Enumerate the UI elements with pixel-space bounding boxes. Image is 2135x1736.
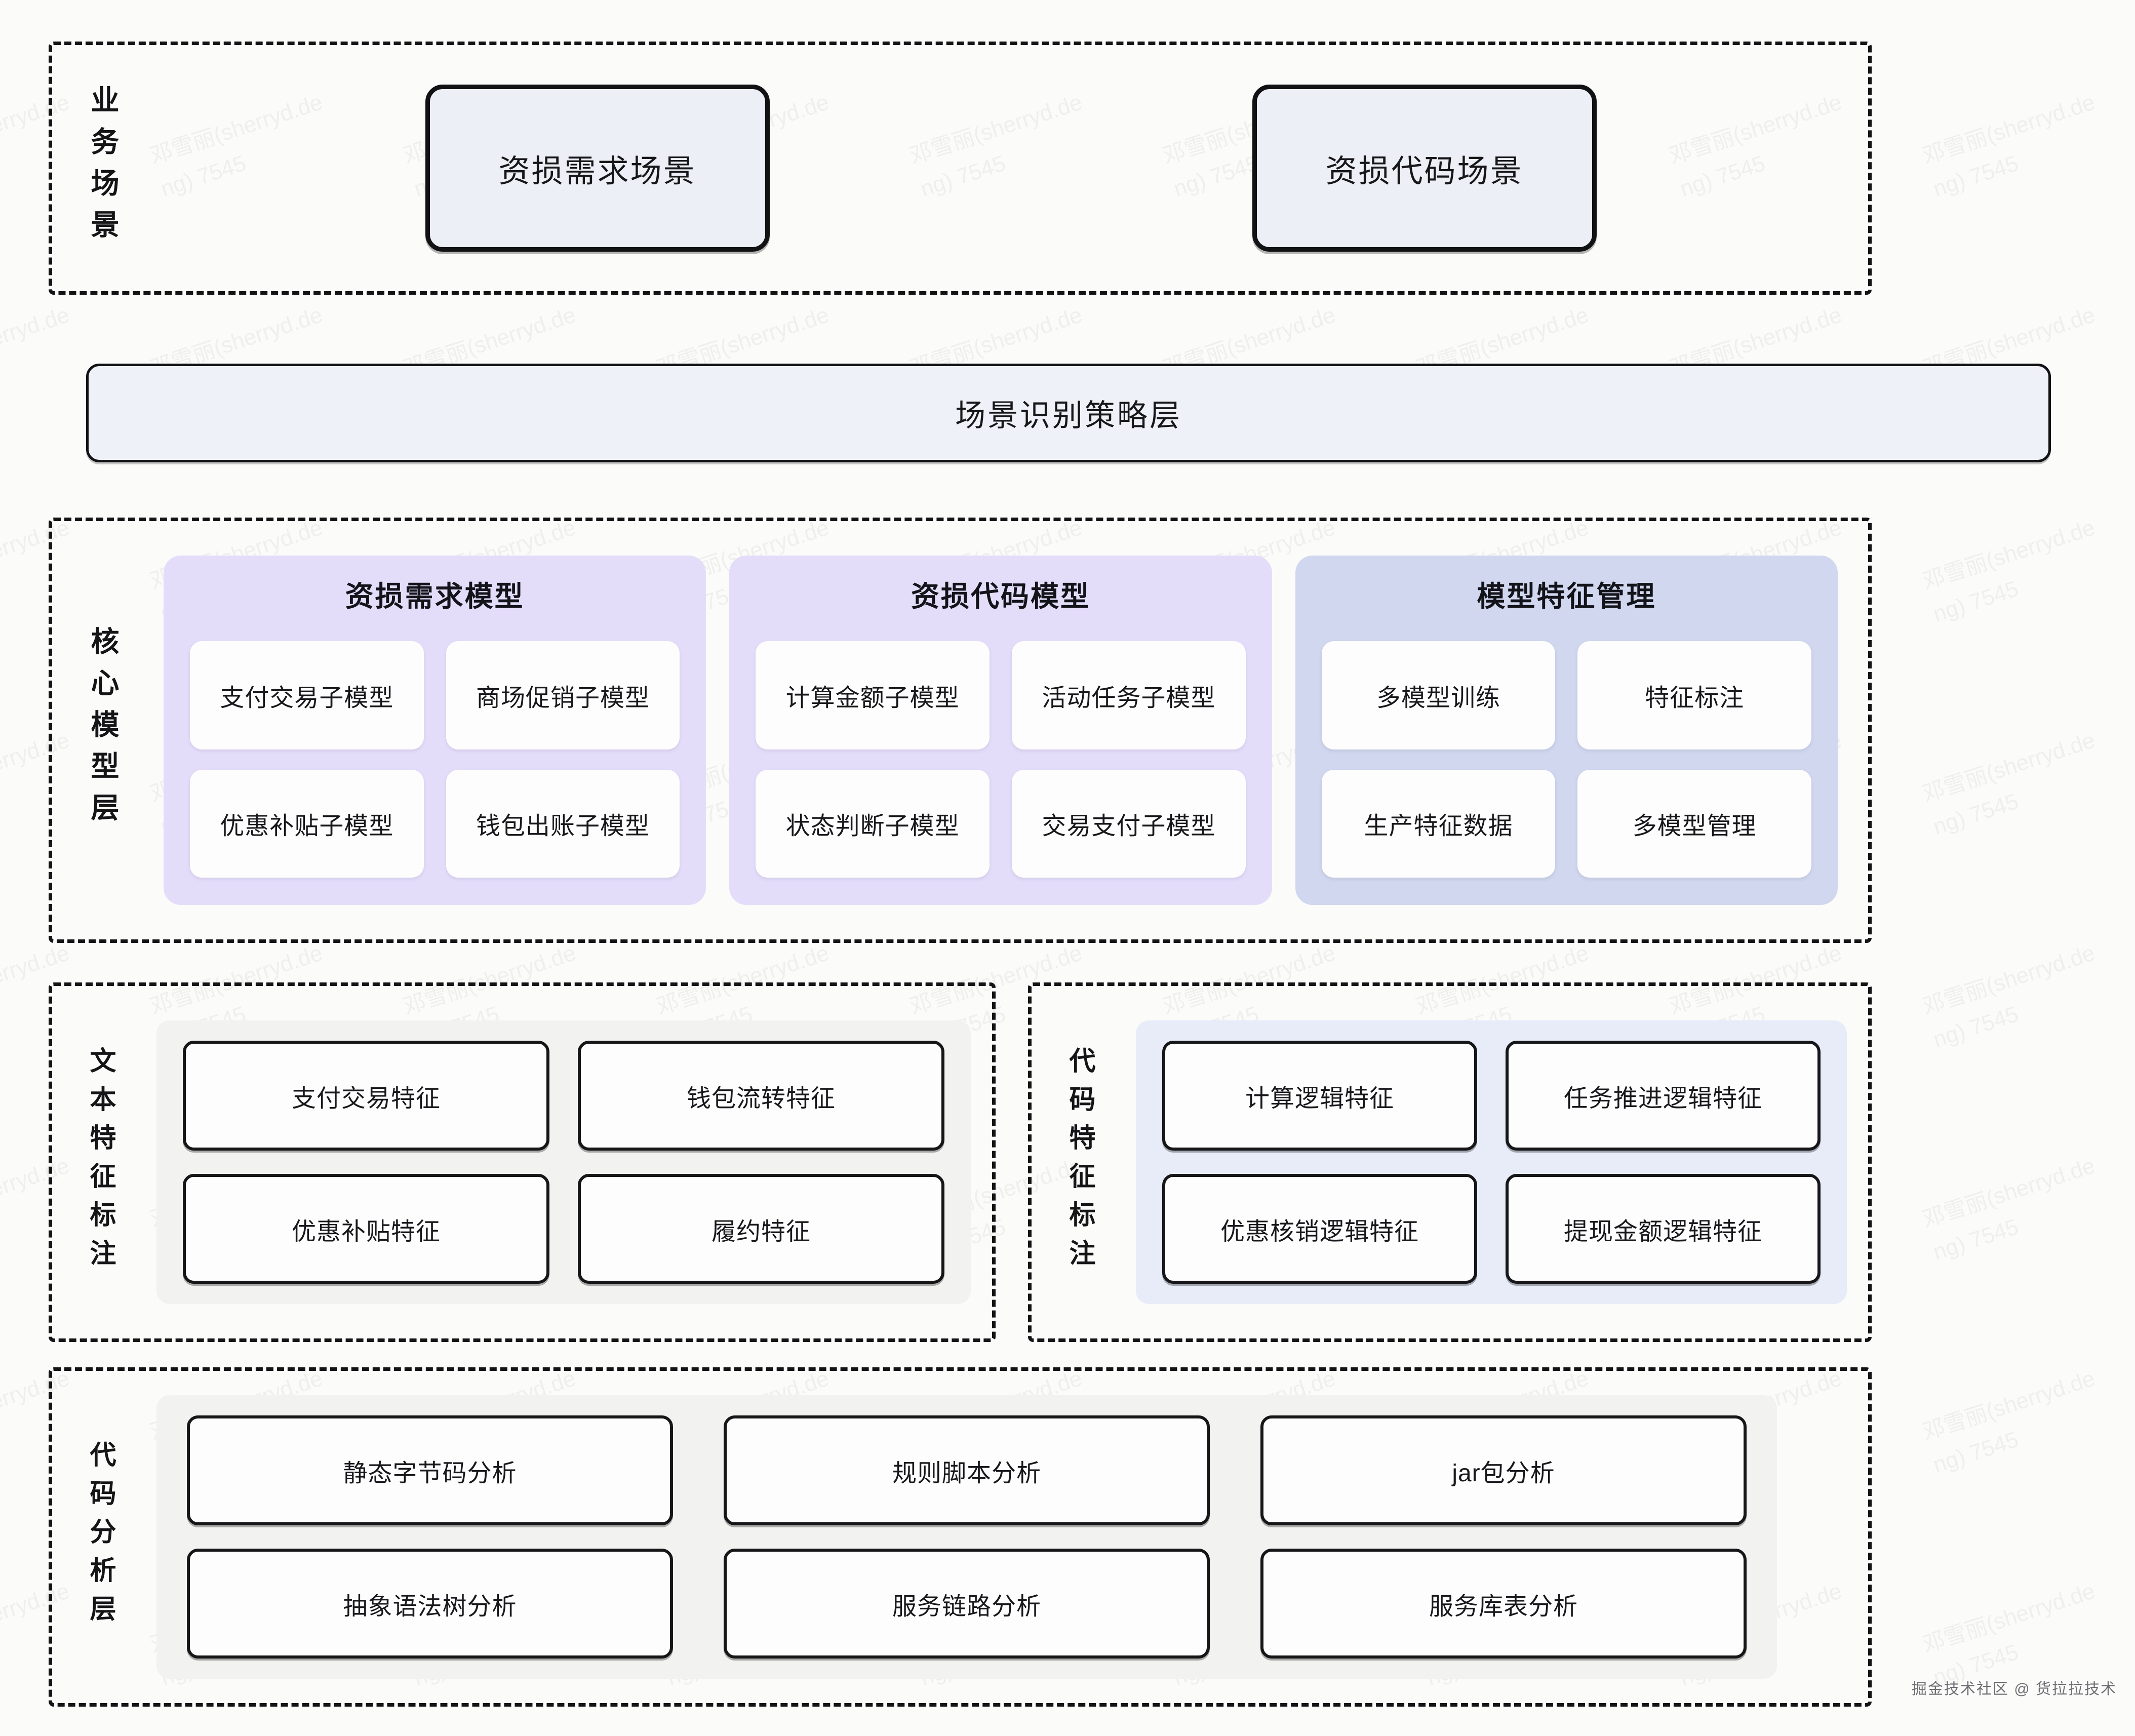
model-chip[interactable]: 交易支付子模型 bbox=[1011, 769, 1246, 878]
section-core-model-layer: 核心模型层 资损需求模型 支付交易子模型 商场促销子模型 优惠补贴子模型 钱包出… bbox=[49, 518, 1872, 943]
section-label-text-feature-annotation: 文本特征标注 bbox=[86, 1047, 115, 1278]
scenario-box-demand[interactable]: 资损需求场景 bbox=[425, 85, 770, 252]
analysis-chip[interactable]: 服务库表分析 bbox=[1260, 1549, 1747, 1659]
core-panel-row: 资损需求模型 支付交易子模型 商场促销子模型 优惠补贴子模型 钱包出账子模型 资… bbox=[153, 521, 1868, 939]
core-panel-feature-management: 模型特征管理 多模型训练 特征标注 生产特征数据 多模型管理 bbox=[1295, 556, 1838, 905]
analysis-chip[interactable]: 抽象语法树分析 bbox=[187, 1549, 673, 1659]
watermark-text: 邓雪丽(sherryd.de ng) 7545 bbox=[1919, 940, 2098, 1053]
watermark-text: 邓雪丽(sherryd.de ng) 7545 bbox=[1919, 90, 2098, 202]
scenario-box-code[interactable]: 资损代码场景 bbox=[1252, 85, 1597, 252]
watermark-text: 邓雪丽(sherryd.de ng) 7545 bbox=[0, 302, 72, 382]
section-label-business-scenario: 业务场景 bbox=[87, 85, 119, 251]
core-panel-grid: 计算金额子模型 活动任务子模型 状态判断子模型 交易支付子模型 bbox=[756, 620, 1246, 878]
section-label-code-feature-annotation: 代码特征标注 bbox=[1065, 1047, 1094, 1278]
model-chip[interactable]: 优惠补贴子模型 bbox=[190, 769, 424, 878]
analysis-chip[interactable]: 服务链路分析 bbox=[724, 1549, 1210, 1659]
watermark-text: 邓雪丽(sherryd.de ng) 7545 bbox=[1919, 515, 2098, 627]
model-chip[interactable]: 多模型训练 bbox=[1321, 641, 1556, 749]
core-panel-title: 资损代码模型 bbox=[911, 580, 1090, 612]
core-panel-code-model: 资损代码模型 计算金额子模型 活动任务子模型 状态判断子模型 交易支付子模型 bbox=[729, 556, 1272, 905]
section-label-code-analysis-layer: 代码分析层 bbox=[86, 1441, 115, 1633]
model-chip[interactable]: 计算金额子模型 bbox=[756, 641, 990, 749]
section-code-analysis-layer: 代码分析层 静态字节码分析 规则脚本分析 jar包分析 抽象语法树分析 服务链路… bbox=[49, 1367, 1872, 1707]
feature-chip[interactable]: 提现金额逻辑特征 bbox=[1506, 1174, 1821, 1284]
model-chip[interactable]: 支付交易子模型 bbox=[190, 641, 424, 749]
attribution-text: 掘金技术社区 @ 货拉拉技术 bbox=[1911, 1681, 2117, 1698]
feature-chip[interactable]: 计算逻辑特征 bbox=[1162, 1041, 1477, 1151]
core-panel-grid: 多模型训练 特征标注 生产特征数据 多模型管理 bbox=[1321, 620, 1811, 878]
core-panel-grid: 支付交易子模型 商场促销子模型 优惠补贴子模型 钱包出账子模型 bbox=[190, 620, 680, 878]
strategy-layer-bar[interactable]: 场景识别策略层 bbox=[86, 364, 2051, 462]
model-chip[interactable]: 特征标注 bbox=[1577, 641, 1811, 749]
watermark-text: 邓雪丽(sherryd.de ng) 7545 bbox=[1919, 1366, 2098, 1478]
watermark-text: 邓雪丽(sherryd.de ng) 7545 bbox=[1919, 1153, 2098, 1266]
model-chip[interactable]: 钱包出账子模型 bbox=[446, 769, 680, 878]
model-chip[interactable]: 多模型管理 bbox=[1577, 769, 1811, 878]
feature-chip[interactable]: 支付交易特征 bbox=[183, 1041, 549, 1151]
analysis-chip[interactable]: jar包分析 bbox=[1260, 1415, 1747, 1525]
section-business-scenario: 业务场景 资损需求场景 资损代码场景 bbox=[49, 42, 1872, 295]
model-chip[interactable]: 生产特征数据 bbox=[1321, 769, 1556, 878]
analysis-chip[interactable]: 规则脚本分析 bbox=[724, 1415, 1210, 1525]
core-panel-demand-model: 资损需求模型 支付交易子模型 商场促销子模型 优惠补贴子模型 钱包出账子模型 bbox=[164, 556, 706, 905]
section-label-core-model-layer: 核心模型层 bbox=[87, 626, 119, 834]
feature-chip[interactable]: 优惠核销逻辑特征 bbox=[1162, 1174, 1477, 1284]
text-feature-grid: 支付交易特征 钱包流转特征 优惠补贴特征 履约特征 bbox=[156, 1020, 971, 1304]
model-chip[interactable]: 活动任务子模型 bbox=[1011, 641, 1246, 749]
core-panel-title: 模型特征管理 bbox=[1477, 580, 1656, 612]
feature-chip[interactable]: 优惠补贴特征 bbox=[183, 1174, 549, 1284]
section-code-feature-annotation: 代码特征标注 计算逻辑特征 任务推进逻辑特征 优惠核销逻辑特征 提现金额逻辑特征 bbox=[1028, 982, 1872, 1342]
core-panel-title: 资损需求模型 bbox=[345, 580, 525, 612]
feature-chip[interactable]: 任务推进逻辑特征 bbox=[1506, 1041, 1821, 1151]
model-chip[interactable]: 商场促销子模型 bbox=[446, 641, 680, 749]
watermark-text: 邓雪丽(sherryd.de ng) 7545 bbox=[1919, 728, 2098, 840]
model-chip[interactable]: 状态判断子模型 bbox=[756, 769, 990, 878]
code-analysis-grid: 静态字节码分析 规则脚本分析 jar包分析 抽象语法树分析 服务链路分析 服务库… bbox=[156, 1395, 1777, 1679]
code-feature-grid: 计算逻辑特征 任务推进逻辑特征 优惠核销逻辑特征 提现金额逻辑特征 bbox=[1136, 1020, 1847, 1304]
feature-chip[interactable]: 履约特征 bbox=[578, 1174, 944, 1284]
section-text-feature-annotation: 文本特征标注 支付交易特征 钱包流转特征 优惠补贴特征 履约特征 bbox=[49, 982, 996, 1342]
analysis-chip[interactable]: 静态字节码分析 bbox=[187, 1415, 673, 1525]
scenario-box-row: 资损需求场景 资损代码场景 bbox=[153, 45, 1868, 291]
feature-chip[interactable]: 钱包流转特征 bbox=[578, 1041, 944, 1151]
